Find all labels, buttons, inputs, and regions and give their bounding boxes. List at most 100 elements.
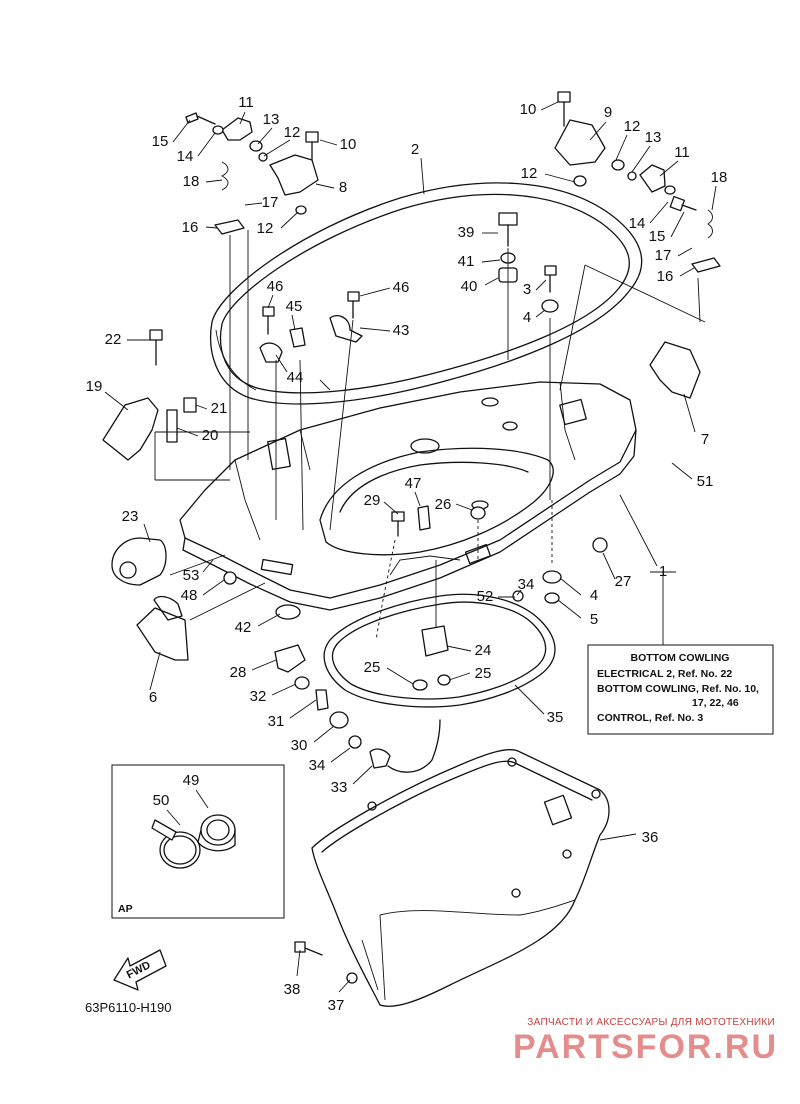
bolt-46-right <box>347 291 360 319</box>
callout-12: 12 <box>284 124 301 141</box>
callout-34: 34 <box>309 757 326 774</box>
bottom-cowling <box>179 381 637 611</box>
callout-16: 16 <box>182 219 199 236</box>
watermark: ЗАПЧАСТИ И АКСЕССУАРЫ ДЛЯ МОТОТЕХНИКИ PA… <box>513 1017 778 1066</box>
bracket-7 <box>649 341 701 399</box>
switch-23 <box>111 537 167 586</box>
callout-15: 15 <box>152 133 169 150</box>
fitting-28 <box>274 644 306 673</box>
callout-9: 9 <box>604 104 612 121</box>
callout-23: 23 <box>122 508 139 525</box>
callout-13: 13 <box>645 129 662 146</box>
callout-4: 4 <box>523 309 531 326</box>
callout-16: 16 <box>657 268 674 285</box>
bolt-39 <box>498 212 518 247</box>
callout-18: 18 <box>183 173 200 190</box>
callout-11: 11 <box>238 94 254 111</box>
callout-37: 37 <box>328 997 345 1014</box>
bolt-3 <box>544 265 557 293</box>
callout-13: 13 <box>263 111 280 128</box>
callout-17: 17 <box>262 194 279 211</box>
bolt-46-left <box>262 306 275 335</box>
small-parts <box>102 91 721 984</box>
callout-12: 12 <box>624 118 641 135</box>
callout-14: 14 <box>629 215 646 232</box>
callout-41: 41 <box>458 253 475 270</box>
callout-52: 52 <box>477 588 494 605</box>
callout-20: 20 <box>202 427 219 444</box>
callout-27: 27 <box>615 573 632 590</box>
callout-50: 50 <box>153 792 170 809</box>
callout-8: 8 <box>339 179 347 196</box>
callout-14: 14 <box>177 148 194 165</box>
bracket-9 <box>554 119 606 166</box>
callout-40: 40 <box>461 278 478 295</box>
callout-33: 33 <box>331 779 348 796</box>
callout-26: 26 <box>435 496 452 513</box>
callout-38: 38 <box>284 981 301 998</box>
bolt-22 <box>149 329 163 366</box>
info-box-title: BOTTOM COWLING <box>631 652 730 664</box>
watermark-tagline: ЗАПЧАСТИ И АКСЕССУАРЫ ДЛЯ МОТОТЕХНИКИ <box>527 1017 775 1028</box>
callout-6: 6 <box>149 689 157 706</box>
callout-44: 44 <box>287 369 304 386</box>
callout-30: 30 <box>291 737 308 754</box>
info-box-line: ELECTRICAL 2, Ref. No. 22 <box>597 668 732 680</box>
callout-25: 25 <box>475 665 492 682</box>
callout-53: 53 <box>183 567 200 584</box>
info-box-line: BOTTOM COWLING, Ref. No. 10, <box>597 683 759 695</box>
callout-42: 42 <box>235 619 252 636</box>
callout-24: 24 <box>475 642 492 659</box>
watermark-brand: PARTSFOR.RU <box>513 1028 778 1066</box>
plate-16-left <box>214 219 245 235</box>
ap-inset: AP <box>111 764 285 919</box>
callout-36: 36 <box>642 829 659 846</box>
callout-35: 35 <box>547 709 564 726</box>
cover-19 <box>102 397 159 461</box>
callout-15: 15 <box>649 228 666 245</box>
lower-cowling <box>311 749 610 1007</box>
callout-21: 21 <box>211 400 228 417</box>
diagram-code: 63P6110-H190 <box>85 1000 172 1015</box>
cover-6 <box>136 607 189 661</box>
callout-34: 34 <box>518 576 535 593</box>
bolt-10-top <box>557 91 571 127</box>
callout-29: 29 <box>364 492 381 509</box>
callout-10: 10 <box>520 101 537 118</box>
lower-seal <box>323 593 556 708</box>
bolt-15-left <box>185 112 216 125</box>
callout-17: 17 <box>655 247 672 264</box>
callout-32: 32 <box>250 688 267 705</box>
bolt-29 <box>391 511 405 537</box>
callout-11: 11 <box>674 144 690 161</box>
callout-43: 43 <box>393 322 410 339</box>
bracket-8 <box>269 154 319 196</box>
callout-25: 25 <box>364 659 381 676</box>
callout-49: 49 <box>183 772 200 789</box>
info-box: BOTTOM COWLING ELECTRICAL 2, Ref. No. 22… <box>587 644 774 735</box>
inset-label: AP <box>118 903 133 915</box>
clamp-11-left <box>221 117 253 141</box>
plate-16-right <box>691 257 721 273</box>
callout-3: 3 <box>523 281 531 298</box>
callout-labels: 1234456789101011111212121213131414151516… <box>86 94 728 1014</box>
leader-lines <box>104 101 717 993</box>
callout-18: 18 <box>711 169 728 186</box>
grommet-24 <box>421 625 449 657</box>
callout-28: 28 <box>230 664 247 681</box>
callout-46: 46 <box>393 279 410 296</box>
callout-1: 1 <box>659 563 667 580</box>
callout-39: 39 <box>458 224 475 241</box>
bolt-15-right <box>669 195 697 212</box>
callout-19: 19 <box>86 378 103 395</box>
callout-12: 12 <box>257 220 274 237</box>
callout-4: 4 <box>590 587 598 604</box>
callout-10: 10 <box>340 136 357 153</box>
callout-22: 22 <box>105 331 122 348</box>
callout-2: 2 <box>411 141 419 158</box>
info-box-line: CONTROL, Ref. No. 3 <box>597 712 703 724</box>
callout-45: 45 <box>286 298 303 315</box>
callout-51: 51 <box>697 473 714 490</box>
callout-48: 48 <box>181 587 198 604</box>
